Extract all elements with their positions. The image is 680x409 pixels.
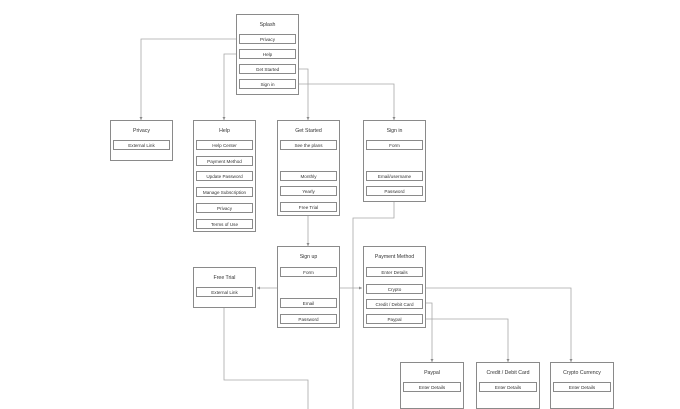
connector-splash-help <box>223 53 239 120</box>
screen-splash: Splash Privacy Help Get Started Sign in <box>236 14 299 95</box>
screen-privacy: Privacy External Link <box>110 120 173 161</box>
payment-item-enter-details[interactable]: Enter Details <box>366 267 423 277</box>
crypto-currency-item-enter-details[interactable]: Enter Details <box>553 382 611 392</box>
sign-in-item-email[interactable]: Email/username <box>366 171 423 181</box>
get-started-item-yearly[interactable]: Yearly <box>280 186 337 196</box>
arrowhead <box>139 117 143 120</box>
connector-payment-paypal <box>424 302 433 362</box>
connector-free-trial-down <box>223 308 309 409</box>
screen-title: Free Trial <box>213 275 236 281</box>
arrowhead <box>257 286 260 290</box>
arrowhead <box>306 117 310 120</box>
screen-title: Privacy <box>132 128 150 134</box>
screen-paypal: Paypal Enter Details <box>400 362 464 409</box>
credit-debit-item-enter-details[interactable]: Enter Details <box>479 382 537 392</box>
screen-title: Splash <box>259 22 276 28</box>
screen-crypto-currency: Crypto Currency Enter Details <box>550 362 614 409</box>
arrowhead <box>306 243 310 246</box>
sign-up-item-form[interactable]: Form <box>280 267 337 277</box>
screen-title: Sign up <box>299 254 318 260</box>
privacy-item-external-link[interactable]: External Link <box>113 140 170 150</box>
paypal-item-enter-details[interactable]: Enter Details <box>403 382 461 392</box>
splash-item-get-started[interactable]: Get Started <box>239 64 296 74</box>
arrowhead <box>430 359 434 362</box>
screen-payment-method: Payment Method Enter Details Crypto Cred… <box>363 246 426 328</box>
connector-payment-credit <box>424 318 509 362</box>
help-item-terms-of-use[interactable]: Terms of Use <box>196 219 253 229</box>
sign-in-item-form[interactable]: Form <box>366 140 423 150</box>
arrowhead <box>222 117 226 120</box>
get-started-item-free-trial[interactable]: Free Trial <box>280 202 337 212</box>
get-started-item-monthly[interactable]: Monthly <box>280 171 337 181</box>
splash-item-sign-in[interactable]: Sign in <box>239 79 296 89</box>
screen-title: Sign in <box>386 128 403 134</box>
help-item-privacy[interactable]: Privacy <box>196 203 253 213</box>
help-item-payment-method[interactable]: Payment Method <box>196 156 253 166</box>
screen-credit-debit-card: Credit / Debit Card Enter Details <box>476 362 540 409</box>
payment-item-credit-debit[interactable]: Credit / Debit Card <box>366 299 423 309</box>
screen-title: Help <box>219 128 230 134</box>
get-started-item-see-plans[interactable]: See the plans <box>280 140 337 150</box>
screen-free-trial: Free Trial External Link <box>193 267 256 308</box>
connector-payment-crypto <box>424 287 572 362</box>
connector-splash-sign-in <box>296 83 395 120</box>
arrowhead <box>392 117 396 120</box>
splash-item-privacy[interactable]: Privacy <box>239 34 296 44</box>
payment-item-crypto[interactable]: Crypto <box>366 284 423 294</box>
help-item-help-center[interactable]: Help Center <box>196 140 253 150</box>
free-trial-item-external-link[interactable]: External Link <box>196 287 253 297</box>
splash-item-help[interactable]: Help <box>239 49 296 59</box>
arrowhead <box>506 359 510 362</box>
connector-sign-in-down <box>352 202 395 409</box>
screen-get-started: Get Started See the plans Monthly Yearly… <box>277 120 340 216</box>
help-item-update-password[interactable]: Update Password <box>196 171 253 181</box>
help-item-manage-subscription[interactable]: Manage Subscription <box>196 187 253 197</box>
screen-sign-up: Sign up Form Email Password <box>277 246 340 328</box>
screen-title: Payment Method <box>374 254 415 260</box>
payment-item-paypal[interactable]: Paypal <box>366 314 423 324</box>
arrowhead <box>569 359 573 362</box>
screen-title: Get Started <box>295 128 322 134</box>
screen-title: Crypto Currency <box>563 370 601 376</box>
sign-up-item-email[interactable]: Email <box>280 298 337 308</box>
arrowhead <box>359 286 362 290</box>
sign-in-item-password[interactable]: Password <box>366 186 423 196</box>
screen-sign-in: Sign in Form Email/username Password <box>363 120 426 202</box>
screen-title: Paypal <box>424 370 440 376</box>
connector-splash-get-started <box>296 68 309 120</box>
screen-title: Credit / Debit Card <box>486 370 530 376</box>
sign-up-item-password[interactable]: Password <box>280 314 337 324</box>
connector-splash-privacy <box>140 38 239 120</box>
screen-help: Help Help Center Payment Method Update P… <box>193 120 256 232</box>
